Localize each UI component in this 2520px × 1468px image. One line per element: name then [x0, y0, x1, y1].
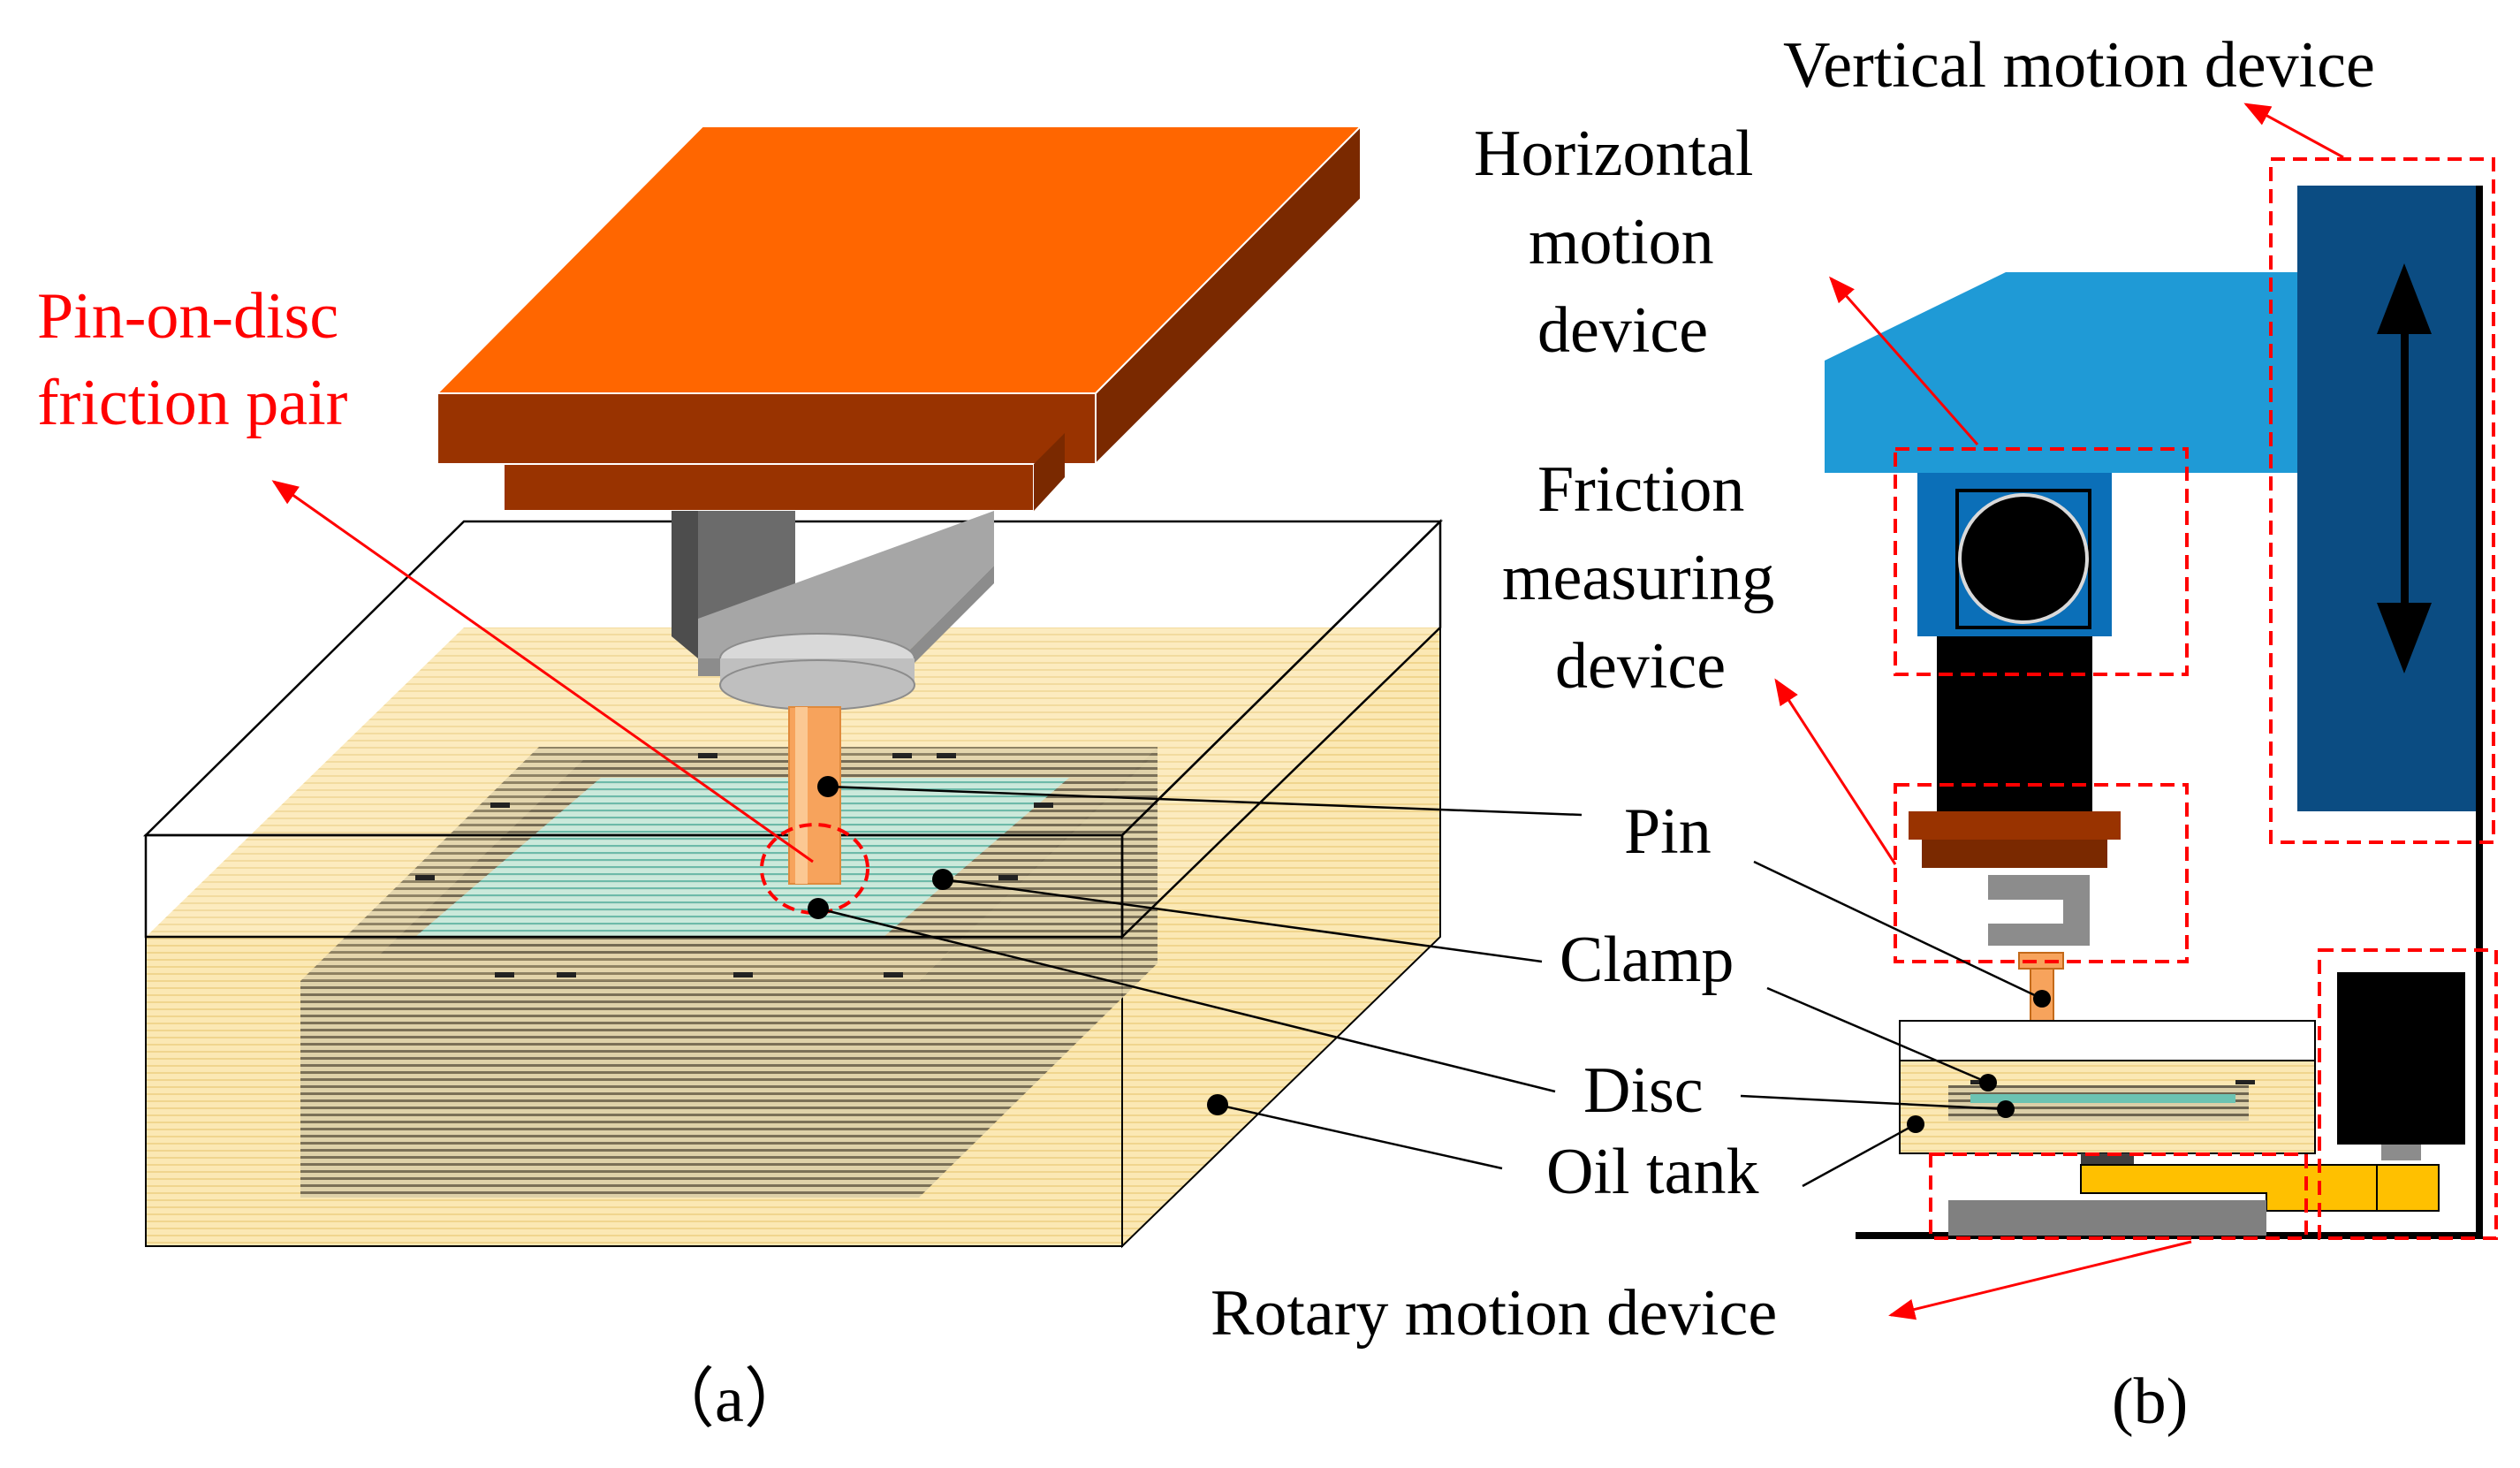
callout-lines	[817, 785, 1583, 1170]
bolt-b-right	[2235, 1080, 2255, 1084]
device-arrows	[1774, 103, 2344, 1320]
clamp-leader	[942, 878, 1543, 963]
vertical-arrow	[2243, 103, 2344, 159]
load-plate-front	[436, 392, 1097, 465]
sensor-dial	[1958, 493, 2089, 624]
tank-b-lid	[1899, 1020, 2316, 1061]
clamp-bolts	[415, 753, 1053, 977]
rotary-arrow	[1888, 1240, 2192, 1320]
friction-box	[1894, 783, 2189, 963]
oil-tank-b-leader	[1802, 1122, 1917, 1188]
oil-tank-leader	[1217, 1103, 1503, 1170]
load-plate-side	[1095, 124, 1362, 467]
holder-disc-bottom	[719, 659, 915, 711]
label-oil-tank: Oil tank	[1546, 1136, 1758, 1208]
label-friction-line2: measuring	[1502, 542, 1774, 614]
pin-holder	[672, 511, 994, 711]
pin-b-leader	[1753, 860, 2043, 1000]
load-plate-lower-side	[1034, 433, 1065, 511]
label-horizontal-line2: motion	[1529, 206, 1714, 278]
turntable-base	[1948, 1200, 2266, 1236]
load-plate-lower-front	[503, 463, 1035, 512]
sensor-window	[1955, 489, 2091, 629]
horizontal-box	[1894, 447, 2189, 676]
disc-b-leader	[1740, 1094, 2007, 1111]
label-pin: Pin	[1624, 795, 1712, 868]
up-down-arrow	[2377, 263, 2432, 673]
holder-left	[672, 511, 698, 658]
label-friction-line1: Friction	[1537, 453, 1744, 526]
load-plate-top	[435, 126, 1363, 394]
caption-a: （a）	[649, 1364, 809, 1436]
base-layer-front	[300, 981, 919, 1198]
base-layer-side	[919, 747, 1158, 1198]
label-friction-line3: device	[1555, 630, 1726, 703]
label-disc: Disc	[1583, 1054, 1704, 1127]
pulley-b	[2376, 1164, 2440, 1212]
rotary-box	[1929, 1152, 2308, 1240]
callout-friction-pair-line2: friction pair	[37, 367, 347, 439]
panel-a: Pin-on-disc friction pair Pin Clamp Disc…	[37, 124, 1758, 1436]
friction-pair-arrow	[271, 480, 814, 863]
friction-arrow	[1774, 678, 1897, 865]
holder-plate-lower	[1922, 840, 2107, 868]
disc-specimen	[415, 778, 1069, 937]
caption-b: (b)	[2112, 1365, 2188, 1438]
motor-shaft	[2381, 1145, 2421, 1160]
panel-b: Vertical motion device Horizontal motion…	[1211, 29, 2498, 1438]
vertical-column	[2297, 186, 2476, 811]
friction-pair-ring	[760, 823, 869, 915]
c-clamp	[1988, 875, 2090, 946]
rotary-box-motor	[2318, 948, 2498, 1240]
clamp-b-leader	[1766, 986, 1989, 1084]
disc-b-surface	[1970, 1094, 2235, 1103]
label-vertical-device: Vertical motion device	[1783, 29, 2375, 102]
label-horizontal-line3: device	[1537, 294, 1708, 367]
holder-flange	[698, 566, 994, 676]
holder-front	[698, 511, 994, 658]
horizontal-arm	[1825, 272, 2297, 473]
device-boxes	[1894, 157, 2498, 1240]
holder-plate	[1909, 811, 2121, 840]
vertical-box	[2269, 157, 2495, 844]
pin-highlight	[795, 707, 808, 884]
horizontal-arrow	[1829, 276, 1979, 445]
motor	[2337, 972, 2465, 1145]
pin-leader	[827, 785, 1583, 817]
disc-leader	[817, 907, 1556, 1093]
label-clamp: Clamp	[1560, 924, 1734, 996]
base-layers	[300, 747, 1158, 1198]
label-horizontal-line1: Horizontal	[1474, 118, 1753, 190]
b-leaders	[1740, 860, 2043, 1188]
label-rotary-device: Rotary motion device	[1211, 1277, 1777, 1350]
callout-friction-pair-line1: Pin-on-disc	[37, 280, 338, 353]
load-plate	[435, 124, 1363, 512]
